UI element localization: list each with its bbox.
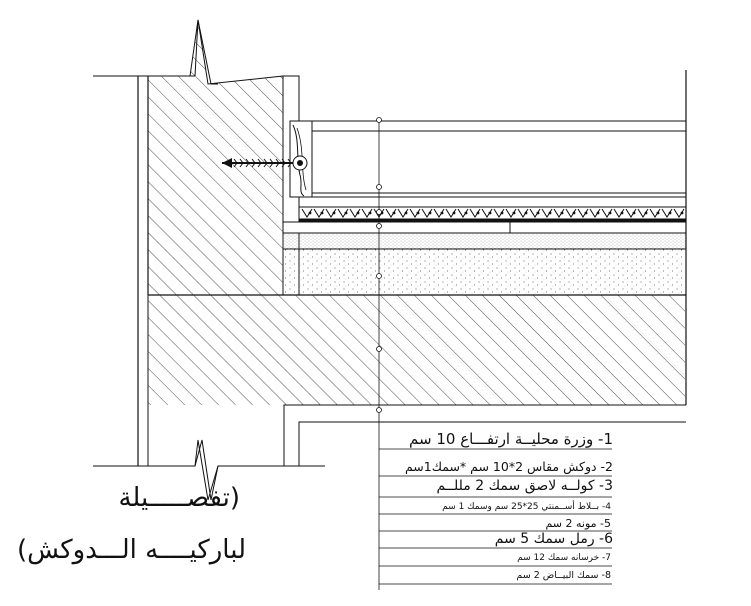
legend-item-2: 2- دوكش مقاس 2*10 سم *سمك1سم bbox=[404, 459, 613, 474]
title-line-2: لباركيــــه الـــدوكش) bbox=[16, 535, 246, 565]
cement-tile-layer bbox=[282, 221, 687, 234]
legend-item-6: 6- رمل سمك 5 سم bbox=[494, 531, 613, 547]
mortar-layer bbox=[283, 232, 686, 249]
legend-item-1: 1- وزرة محليــة ارتفـــاع 10 سم bbox=[409, 430, 613, 448]
sand-layer bbox=[283, 248, 686, 295]
title-line-1: (تفصـــــيلة bbox=[118, 483, 240, 513]
legend-item-4: 4- بــلاط أســمنتي 25*25 سم وسمك 1 سم bbox=[442, 502, 611, 512]
concrete-slab bbox=[93, 294, 686, 501]
glue-layer bbox=[299, 219, 686, 222]
legend-rules bbox=[379, 448, 612, 585]
legend-item-7: 7- خرسانه سمك 12 سم bbox=[517, 553, 611, 563]
legend-item-8: 8- سمك البيــاض 2 سم bbox=[516, 570, 611, 581]
legend-item-3: 3- كولــه لاصق سمك 2 مللــم bbox=[436, 478, 614, 494]
leader-line bbox=[376, 117, 382, 590]
screw-anchor-icon bbox=[222, 155, 308, 171]
parquet-strips bbox=[298, 206, 687, 220]
legend-item-5: 5- مونه 2 سم bbox=[545, 517, 611, 530]
skirting-board bbox=[289, 120, 687, 198]
